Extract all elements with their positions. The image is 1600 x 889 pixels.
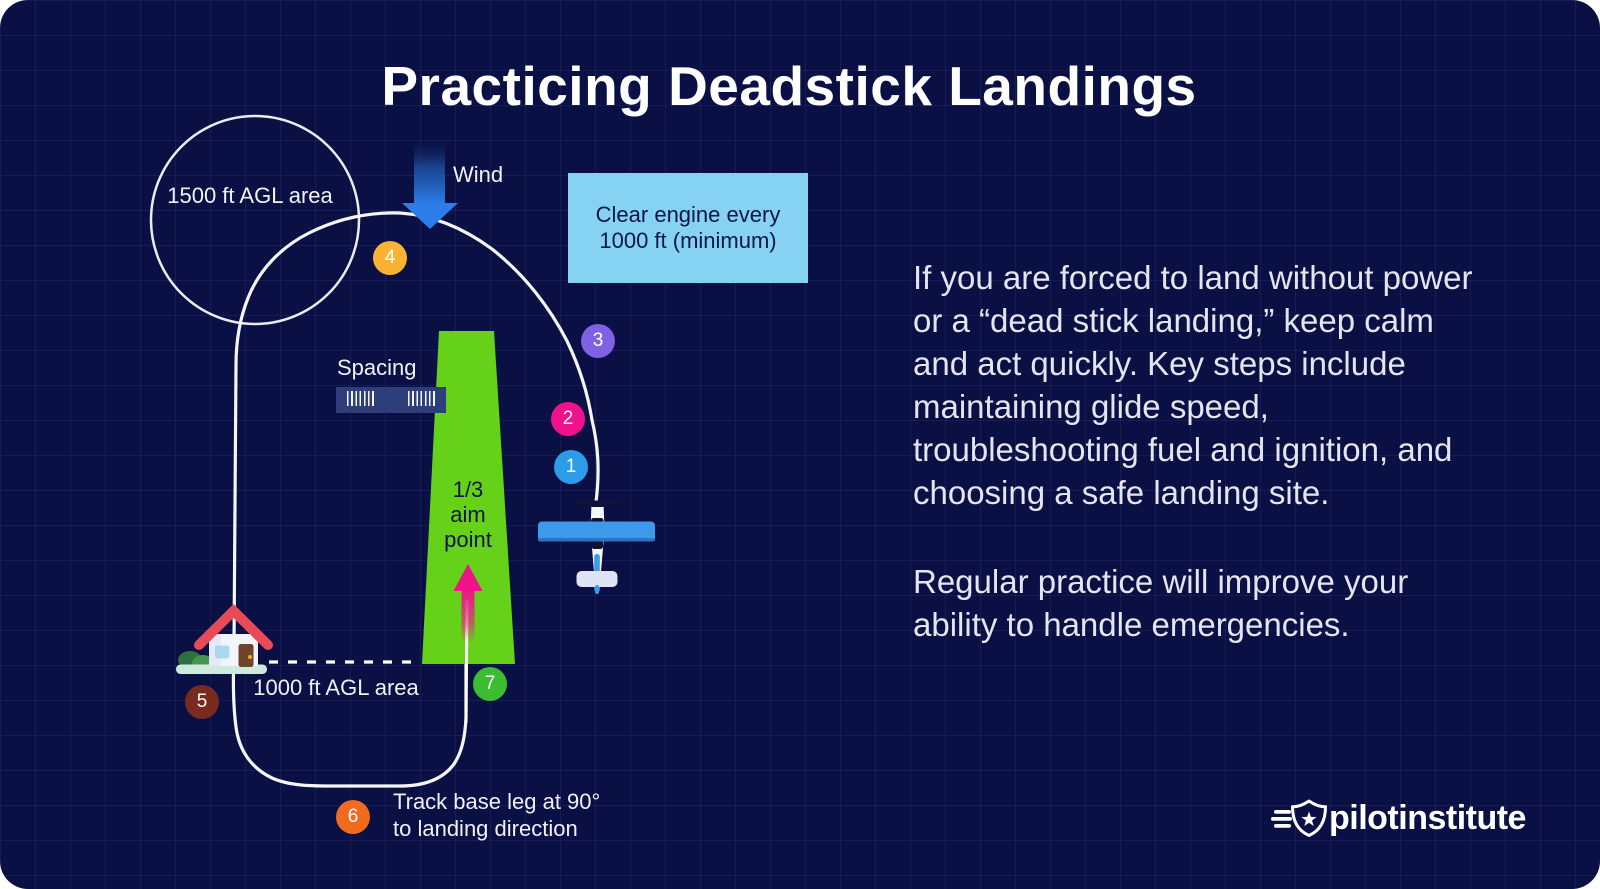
label-spacing: Spacing bbox=[337, 355, 417, 380]
label-1500ft-agl-area: 1500 ft AGL area bbox=[167, 183, 333, 208]
step-marker-6: 6 bbox=[336, 800, 370, 834]
description-text: If you are forced to land without power … bbox=[913, 256, 1479, 646]
spacing-ruler-ticks bbox=[408, 391, 435, 406]
label-1000ft-agl-area: 1000 ft AGL area bbox=[253, 675, 419, 700]
pilot-institute-logo-text: pilotinstitute bbox=[1329, 799, 1526, 837]
label-aim-point: 1/3 aim point bbox=[444, 477, 492, 552]
pilot-institute-logo-icon bbox=[1271, 799, 1327, 837]
spacing-ruler-ticks bbox=[347, 391, 374, 406]
step-marker-3: 3 bbox=[581, 324, 615, 358]
step-marker-1: 1 bbox=[554, 450, 588, 484]
wind-arrow-icon bbox=[402, 136, 458, 229]
house-icon bbox=[176, 603, 273, 674]
1500ft-agl-circle bbox=[149, 114, 361, 326]
step-marker-7: 7 bbox=[473, 667, 507, 701]
step-marker-2: 2 bbox=[551, 402, 585, 436]
runway-shape bbox=[422, 331, 515, 664]
label-base-leg: Track base leg at 90° to landing directi… bbox=[393, 789, 601, 841]
flight-path bbox=[231, 211, 600, 788]
page-title: Practicing Deadstick Landings bbox=[381, 55, 1197, 117]
description-paragraph-1: If you are forced to land without power … bbox=[913, 259, 1473, 511]
aim-point-arrow-icon bbox=[453, 564, 483, 643]
clear-engine-callout: Clear engine every 1000 ft (minimum) bbox=[568, 173, 808, 283]
airplane-icon bbox=[538, 500, 655, 594]
step-marker-4: 4 bbox=[373, 241, 407, 275]
step-marker-5: 5 bbox=[185, 685, 219, 719]
label-wind: Wind bbox=[453, 162, 504, 187]
description-paragraph-2: Regular practice will improve your abili… bbox=[913, 563, 1409, 643]
spacing-ruler bbox=[336, 387, 446, 413]
